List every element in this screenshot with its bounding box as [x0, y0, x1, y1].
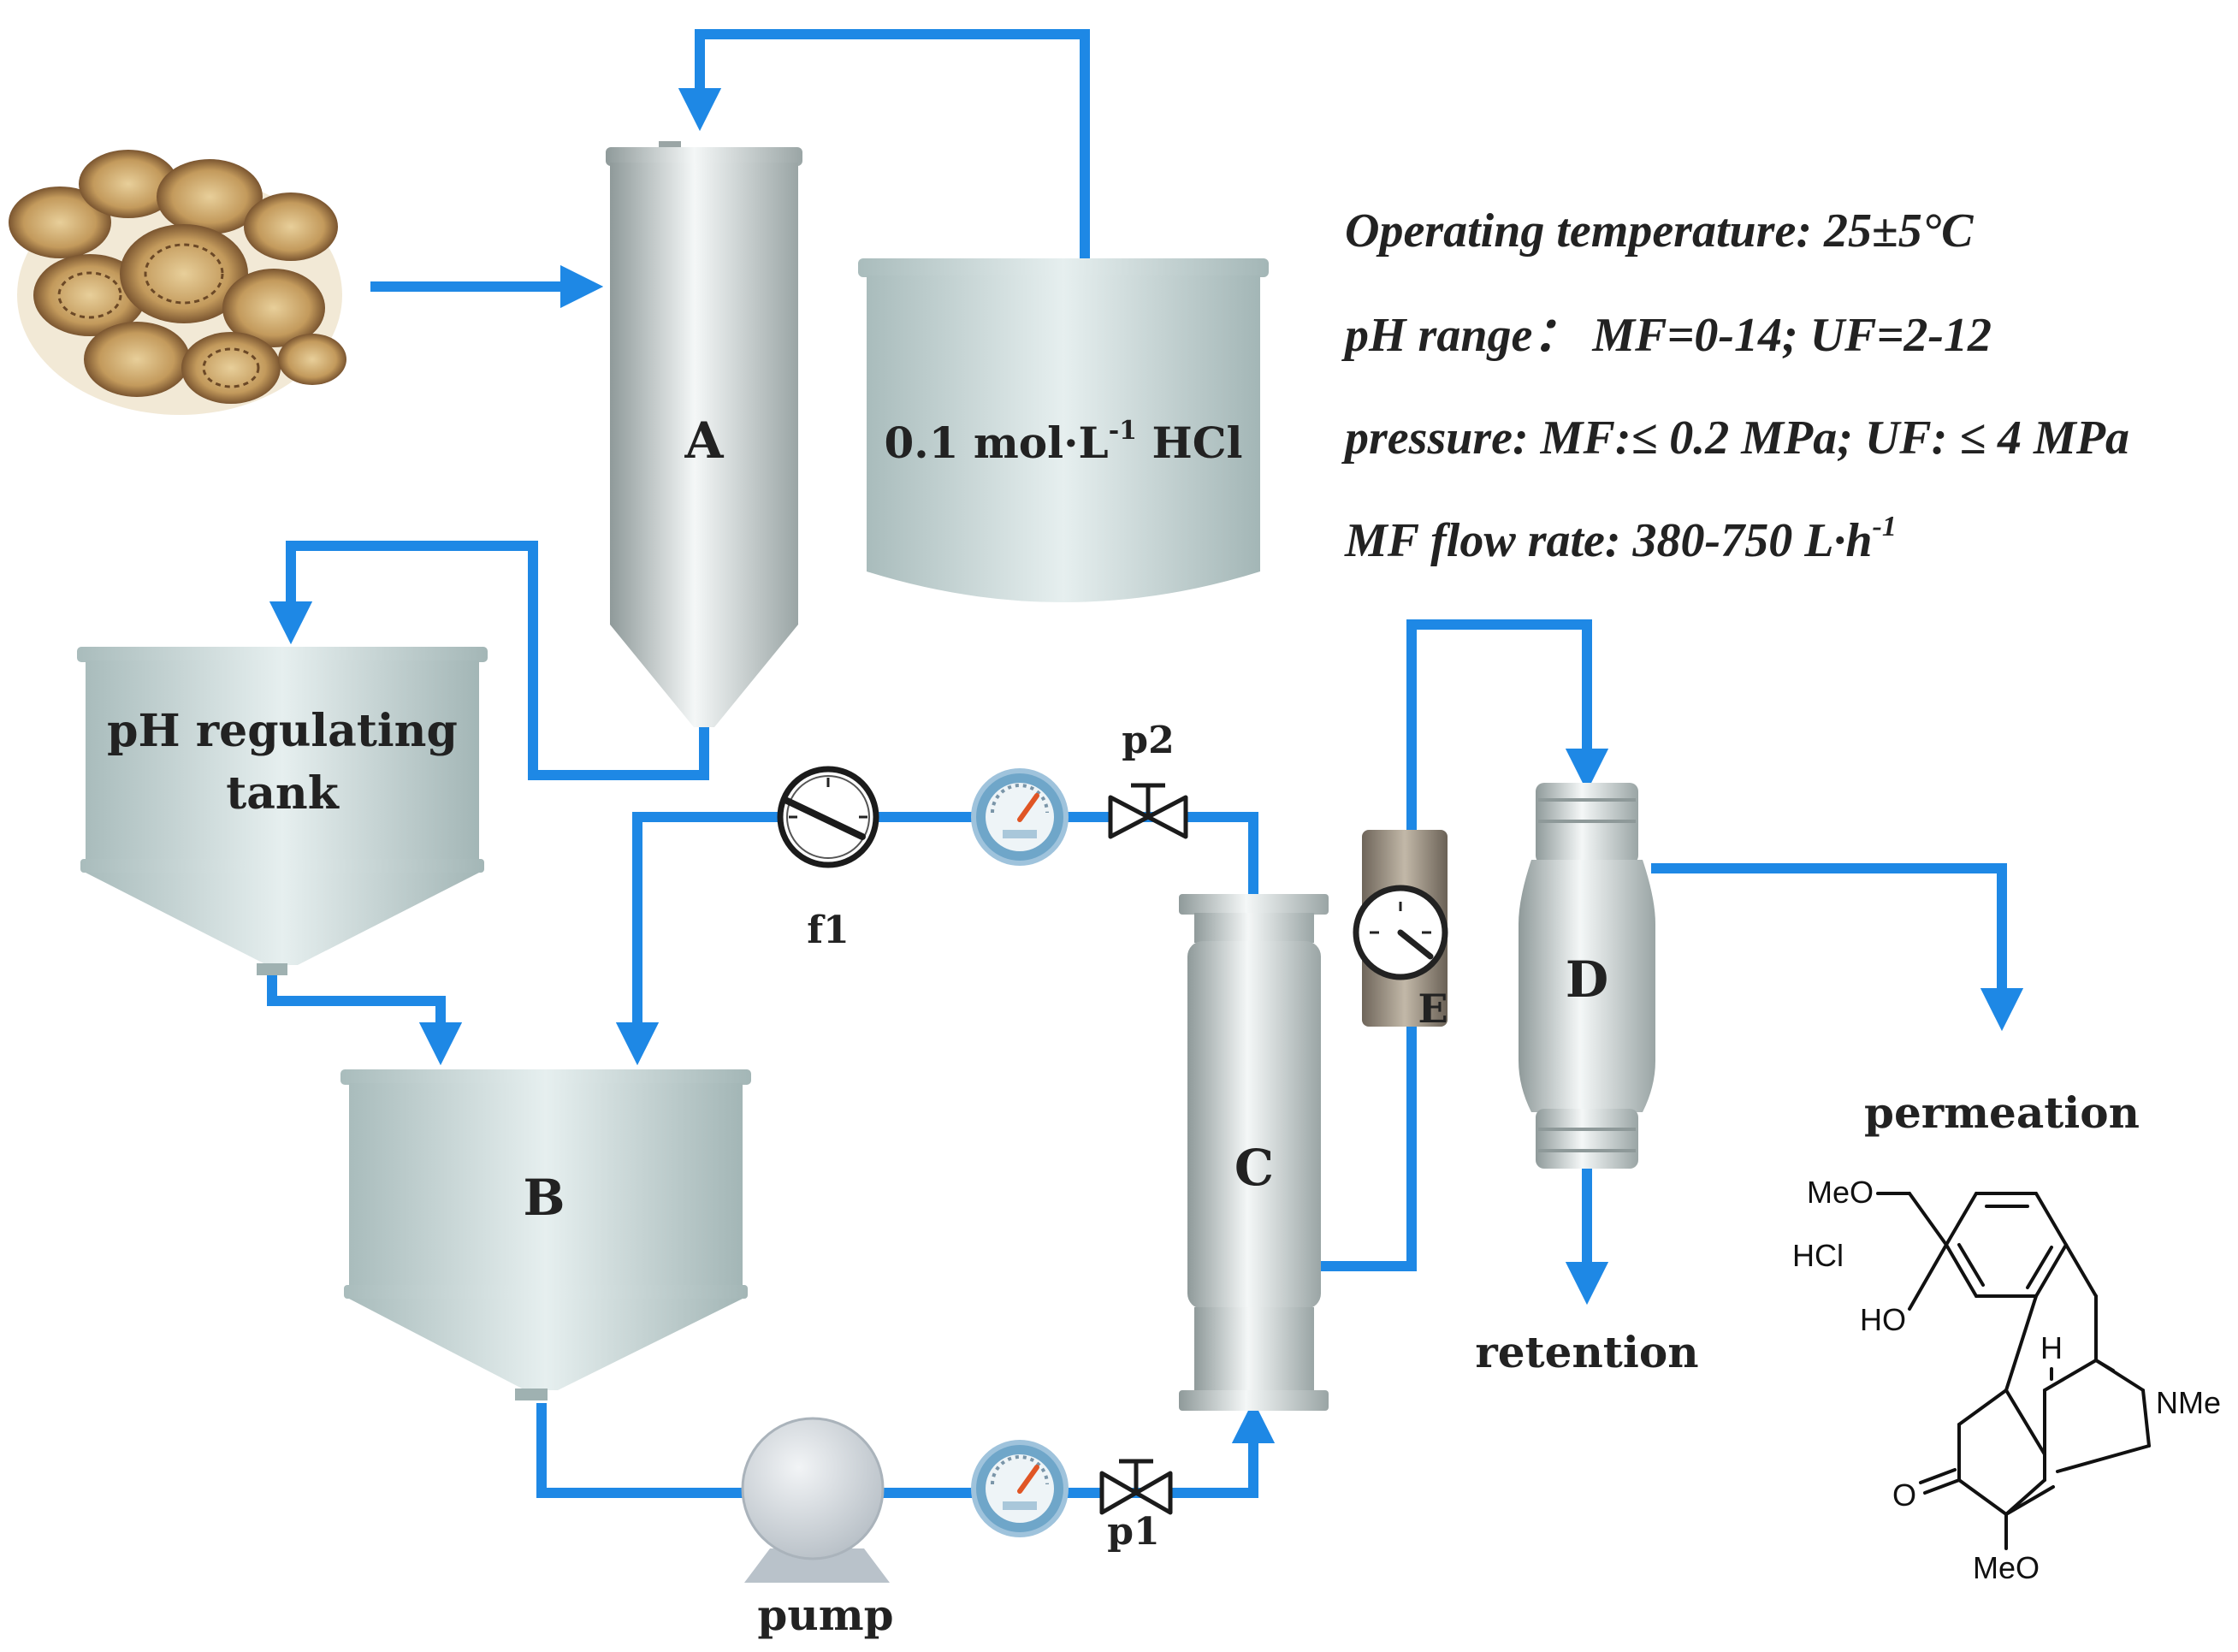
valve-icon [1099, 1459, 1173, 1515]
f1-label: f1 [807, 909, 850, 952]
pressure-gauge-icon [971, 1440, 1069, 1537]
pipe-hcl-to-a [678, 29, 1090, 261]
ph-tank-label-line2: tank [226, 767, 340, 820]
meter-e: E [1353, 830, 1448, 1032]
pipe-a-to-ph-tank [269, 541, 709, 780]
pipe-c-to-d [1317, 619, 1609, 1271]
membrane-module-c: C [1179, 894, 1329, 1411]
valve-icon [1108, 783, 1188, 839]
condition-temperature: Operating temperature: 25±5°C [1345, 204, 1974, 258]
condition-ph-range: pH range： MF=0-14; UF=2-12 [1341, 309, 1992, 362]
tank-b-label: B [523, 1169, 565, 1227]
column-a-label: A [684, 412, 724, 470]
module-d-label: D [1566, 950, 1608, 1009]
structure-h: H [2040, 1330, 2063, 1365]
permeation-label: permeation [1864, 1087, 2140, 1138]
herb-slices-image [9, 150, 346, 415]
structure-nme: NMe [2156, 1385, 2221, 1420]
ph-tank-label-line1: pH regulating [107, 705, 458, 757]
module-c-label: C [1234, 1139, 1274, 1197]
structure-hcl: HCl [1792, 1238, 1844, 1273]
pump-icon [741, 1417, 890, 1583]
membrane-module-d: D [1519, 783, 1655, 1169]
pressure-gauge-icon [971, 768, 1069, 866]
condition-flow-rate: MF flow rate: 380-750 L·h-1 [1344, 511, 1897, 567]
chemical-structure: MeO HCl HO H NMe O MeO [1792, 1175, 2221, 1585]
meter-e-label: E [1418, 986, 1448, 1032]
hcl-tank: 0.1 mol·L-1 HCl [858, 258, 1269, 602]
condition-pressure: pressure: MF:≤ 0.2 MPa; UF: ≤ 4 MPa [1341, 412, 2129, 465]
structure-o: O [1892, 1477, 1916, 1513]
pipe-d-permeation [1651, 863, 2024, 1032]
pipe-c-to-b-return [615, 812, 1258, 1066]
pump-label: pump [757, 1590, 893, 1640]
feed-tank-b: B [340, 1069, 751, 1400]
flow-meter-icon [777, 766, 879, 868]
retention-label: retention [1475, 1327, 1698, 1377]
operating-conditions: Operating temperature: 25±5°C pH range： … [1341, 204, 2129, 567]
ph-regulating-tank: pH regulating tank [77, 647, 488, 975]
hcl-tank-label: 0.1 mol·L-1 HCl [885, 416, 1243, 468]
structure-meo-top: MeO [1807, 1175, 1874, 1210]
pipe-ph-tank-to-b [267, 967, 463, 1066]
p2-label: p2 [1122, 719, 1174, 762]
pipe-b-to-pump [536, 1403, 744, 1498]
p1-label: p1 [1107, 1510, 1159, 1554]
structure-meo-bottom: MeO [1973, 1550, 2040, 1585]
extraction-column-a: A [606, 141, 802, 727]
structure-ho: HO [1860, 1302, 1906, 1337]
